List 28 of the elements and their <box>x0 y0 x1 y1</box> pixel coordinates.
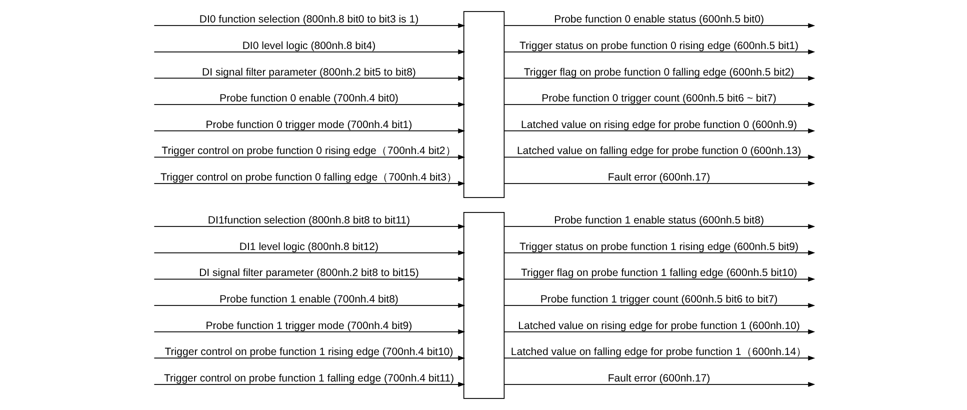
edge-label: DI0 level logic (800nh.8 bit4) <box>242 40 376 52</box>
edge-label: Trigger control on probe function 1 rising edge (700nh.4 bit10) <box>164 346 453 358</box>
edge-label: Probe function 1 trigger count (600nh.5 bit6 to bit7) <box>540 293 778 306</box>
edge-label: Fault error (600nh.17) <box>607 372 710 384</box>
edge-label: Trigger control on probe function 0 falling edge（700nh.4 bit3） <box>160 172 457 184</box>
edge-label: Latched value on rising edge for probe function 0 (600nh.9) <box>520 118 796 131</box>
edge-label: Latched value on falling edge for probe function 1（600nh.14） <box>510 346 807 358</box>
edge-label: DI signal filter parameter (800nh.2 bit5 to bit8) <box>202 66 416 78</box>
edge-label: DI signal filter parameter (800nh.2 bit8 to bit15) <box>198 267 418 280</box>
edge-label: Probe function 0 enable status (600nh.5 bit0) <box>554 14 764 26</box>
edge-label: Latched value on rising edge for probe function 1 (600nh.10) <box>518 320 800 332</box>
edge-label: DI1function selection (800nh.8 bit8 to bit11) <box>207 214 410 227</box>
edge-label: DI1 level logic (800nh.8 bit12) <box>238 240 378 253</box>
edge-label: Probe function 0 enable (700nh.4 bit0) <box>219 92 398 105</box>
edge-label: Probe function 1 enable status (600nh.5 bit8) <box>554 214 764 227</box>
edge-label: Probe function 1 enable (700nh.4 bit8) <box>219 293 398 306</box>
edge-label: DI0 function selection (800nh.8 bit0 to bit3 is 1) <box>198 14 418 26</box>
edge-label: Trigger status on probe function 1 rising edge (600nh.5 bit9) <box>519 240 798 253</box>
edge-label: Latched value on falling edge for probe function 0 (600nh.13) <box>516 145 801 158</box>
edge-label: Probe function 0 trigger mode (700nh.4 bit1) <box>205 118 412 131</box>
edge-label: Probe function 0 trigger count (600nh.5 bit6 ~ bit7) <box>541 92 776 105</box>
edge-label: Trigger control on probe function 0 rising edge（700nh.4 bit2） <box>161 145 456 158</box>
edge-label: Fault error (600nh.17) <box>607 172 710 184</box>
edge-label: Trigger status on probe function 0 rising edge (600nh.5 bit1) <box>519 40 798 52</box>
edge-label: Trigger flag on probe function 0 falling edge (600nh.5 bit2) <box>523 66 794 78</box>
edge-label: Probe function 1 trigger mode (700nh.4 bit9) <box>205 320 412 332</box>
edge-label: Trigger control on probe function 1 falling edge (700nh.4 bit11) <box>164 372 454 384</box>
edge-label: Trigger flag on probe function 1 falling edge (600nh.5 bit10) <box>520 267 797 280</box>
